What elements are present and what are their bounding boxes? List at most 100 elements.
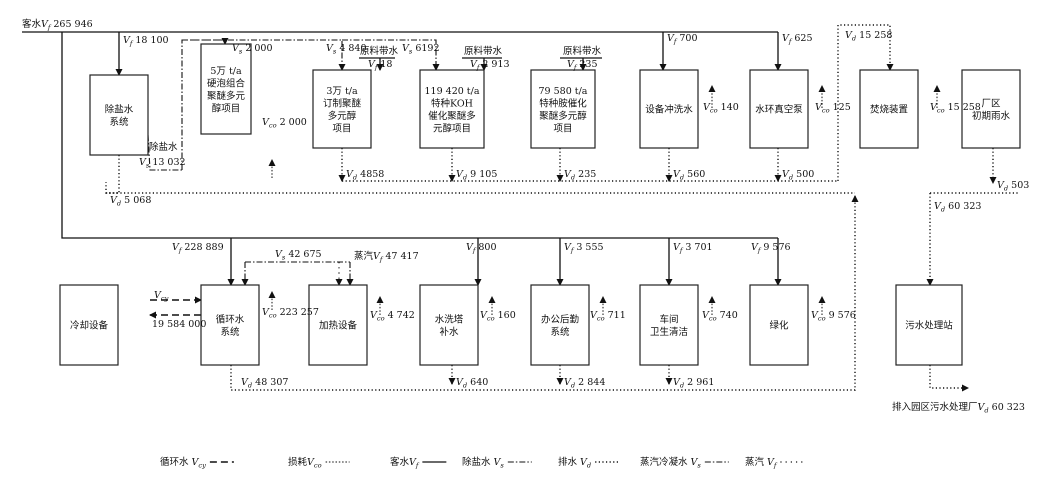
box-label-line: 系统 [109, 116, 129, 128]
box-frame [639, 69, 699, 149]
box-label-line: 元醇项目 [433, 122, 471, 134]
flow-label-vd-503: Vd 503 [997, 180, 1029, 193]
box-b6: 设备冲洗水 [639, 69, 699, 149]
flow-label-loss-b6: Vco 140 [703, 102, 739, 115]
flow-label-vd-9105: Vd 9 105 [456, 169, 497, 182]
flow-label-raw2: 原料带水 [464, 45, 503, 57]
box-b10: 冷却设备 [59, 284, 119, 366]
box-label-line: 特种胺催化 [539, 97, 587, 109]
box-label-line: 系统 [550, 326, 570, 338]
flow-label-vd-560: Vd 560 [673, 169, 705, 182]
flow-label-vf-800: Vf 800 [466, 242, 497, 255]
flow-label-vf-18: Vf 18 [368, 59, 392, 72]
legend-item: 蒸汽 Vf [745, 456, 805, 470]
box-frame [419, 284, 479, 366]
legend-label: 排水 Vd [558, 456, 591, 470]
box-label-line: 车间 [659, 313, 678, 325]
box-label-line: 系统 [220, 326, 240, 338]
drain-outlet [929, 365, 969, 392]
box-label-line: 多元醇 [328, 110, 357, 122]
box-label-line: 冷却设备 [70, 320, 109, 332]
box-frame [200, 43, 252, 135]
legend-label: 循环水 Vcy [160, 456, 206, 470]
box-frame [59, 284, 119, 366]
flow-label-vs-6192: Vs 6192 [402, 43, 440, 56]
box-label-line: 醇项目 [212, 102, 241, 114]
flow-label-vd-48307: Vd 48 307 [241, 377, 288, 390]
box-label-line: 办公后勤 [541, 313, 579, 325]
flow-label-loss-b11: Vco 223 257 [262, 307, 319, 320]
box-label-line: 119 420 t/a [425, 86, 480, 97]
flow-label-raw1: 原料带水 [360, 45, 399, 57]
box-label-line: 初期雨水 [972, 110, 1011, 122]
flow-label-loss-b14: Vco 711 [590, 310, 626, 323]
box-b8: 焚烧装置 [859, 69, 919, 149]
box-label-line: 订制聚醚 [323, 97, 362, 109]
box-frame [419, 69, 485, 149]
flow-lines [22, 24, 1020, 392]
box-label-line: 设备冲洗水 [645, 104, 693, 116]
box-label-line: 水洗塔 [435, 313, 464, 325]
box-label-line: 5万 t/a [210, 66, 242, 77]
box-frame [895, 284, 963, 366]
flow-label-loss-b12: Vco 4 742 [370, 310, 415, 323]
box-label-line: 79 580 t/a [539, 86, 588, 97]
legend-label: 客水Vf [390, 456, 420, 470]
box-frame [961, 69, 1021, 149]
box-frame [200, 284, 260, 366]
drain-collector-bottom [230, 195, 859, 391]
flow-label-vd-235: Vd 235 [564, 169, 596, 182]
flow-label-loss-b13: Vco 160 [480, 310, 516, 323]
flow-label-vcy-val: 19 584 000 [152, 319, 206, 330]
flow-label-vcy: Vcy [154, 290, 169, 303]
box-label-line: 除盐水 [105, 103, 134, 115]
box-label-line: 循环水 [216, 313, 245, 325]
flow-label-loss-b2: Vco 2 000 [262, 117, 307, 130]
legend-item: 损耗Vco [288, 456, 350, 470]
box-label-line: 绿化 [769, 320, 789, 332]
box-frame [89, 74, 149, 156]
flow-label-raw3: 原料带水 [563, 45, 602, 57]
legend-item: 循环水 Vcy [160, 456, 234, 470]
box-label-line: 催化聚醚多 [428, 110, 476, 122]
flow-label-vd-500: Vd 500 [782, 169, 814, 182]
flow-label-vd-4858: Vd 4858 [346, 169, 384, 182]
flow-label-vd-60323: Vd 60 323 [934, 201, 981, 214]
legend-label: 蒸汽 Vf [745, 456, 778, 470]
flow-label-vf-625: Vf 625 [782, 33, 813, 46]
flow-label-vs-4840: Vs 4 840 [326, 43, 367, 56]
flow-label-vf-235: Vf 235 [567, 59, 598, 72]
box-label-line: 项目 [553, 123, 572, 134]
drain-to-incinerator [837, 24, 894, 181]
box-frame [308, 284, 368, 366]
legend-item: 客水Vf [390, 456, 447, 470]
lower-supply-branch [61, 32, 778, 239]
box-label-line: 卫生清洁 [650, 326, 688, 338]
legend-label: 损耗Vco [288, 456, 322, 470]
flow-label-vf-3555: Vf 3 555 [564, 242, 604, 255]
box-label-line: 聚醚多元醇 [539, 110, 587, 122]
flow-label-vs-42675: Vs 42 675 [275, 249, 322, 262]
box-label-line: 3万 t/a [326, 86, 358, 97]
box-frame [859, 69, 919, 149]
box-label-line: 加热设备 [319, 320, 358, 332]
flow-label-vf-3701: Vf 3 701 [673, 242, 713, 255]
flow-label-vs-2000: Vs 2 000 [232, 43, 273, 56]
box-label-line: 硬泡组合 [207, 77, 246, 89]
flow-label-loss-b15: Vco 740 [702, 310, 738, 323]
box-frame [749, 69, 809, 149]
desalt-to-b4 [342, 39, 440, 71]
flow-label-loss-b7: Vco 125 [815, 102, 851, 115]
flow-label-vf-228889: Vf 228 889 [172, 242, 224, 255]
legend-item: 蒸汽冷凝水 Vs [640, 456, 729, 470]
box-label-line: 污水处理站 [905, 320, 953, 332]
flow-label-vd-2961: Vd 2 961 [673, 377, 714, 390]
